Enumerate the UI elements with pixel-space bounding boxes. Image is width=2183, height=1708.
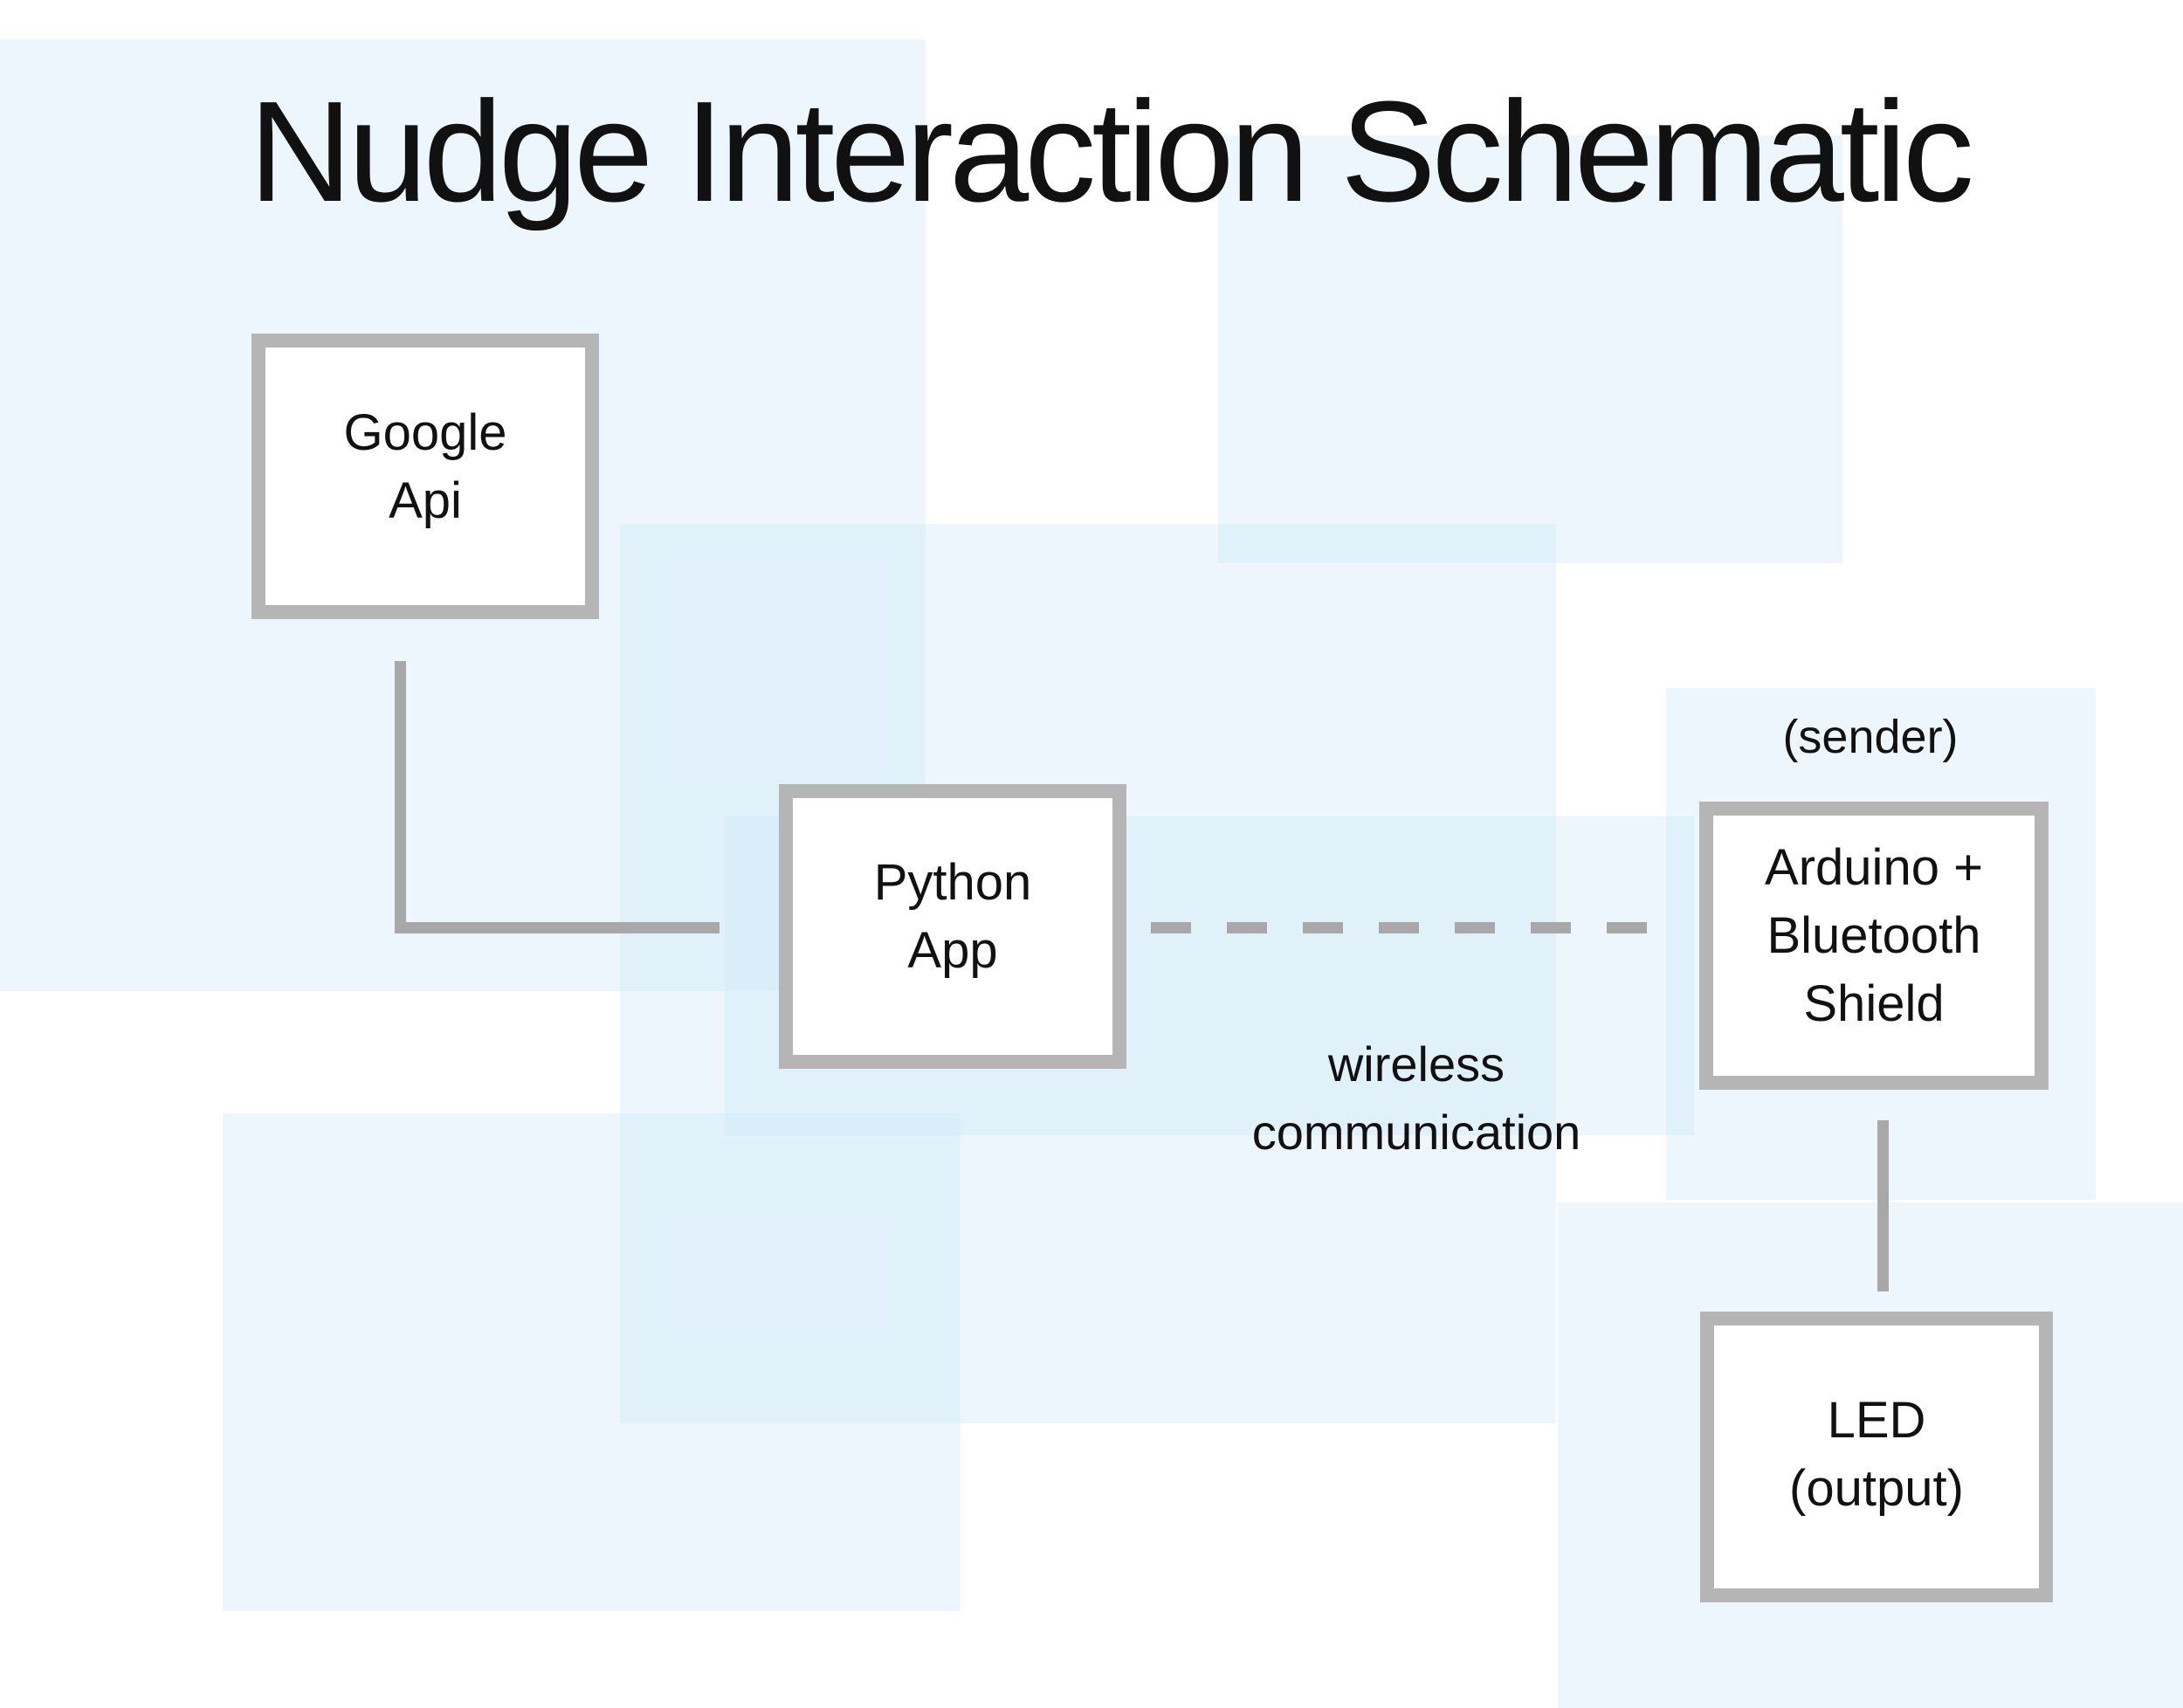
edge-google-to-python-vertical bbox=[395, 661, 406, 933]
wireless-label-line: wireless bbox=[1327, 1037, 1505, 1092]
wireless-communication-label: wireless communication bbox=[1154, 1030, 1678, 1167]
background-tile bbox=[223, 1113, 961, 1611]
node-arduino-bluetooth-shield: Arduino + Bluetooth Shield bbox=[1699, 802, 2049, 1090]
node-label-line: Bluetooth bbox=[1766, 907, 1981, 964]
edge-arduino-to-led-vertical bbox=[1877, 1120, 1889, 1291]
background-tile bbox=[1218, 135, 1842, 563]
edge-google-to-python-horizontal bbox=[395, 922, 720, 933]
node-python-app: Python App bbox=[779, 784, 1126, 1069]
node-label-line: App bbox=[907, 922, 998, 979]
sender-annotation: (sender) bbox=[1782, 711, 1959, 763]
wireless-label-line: communication bbox=[1251, 1105, 1581, 1160]
node-label-line: (output) bbox=[1789, 1459, 1964, 1517]
node-google-api: Google Api bbox=[251, 334, 599, 619]
node-led-output: LED (output) bbox=[1700, 1312, 2053, 1602]
node-label-line: Arduino + bbox=[1765, 839, 1983, 896]
page-title: Nudge Interaction Schematic bbox=[249, 72, 1974, 231]
node-label-line: Api bbox=[389, 472, 462, 529]
node-label-line: Python bbox=[873, 854, 1032, 911]
node-label-line: LED bbox=[1827, 1391, 1926, 1449]
node-label-line: Google bbox=[343, 403, 507, 461]
node-label-line: Shield bbox=[1803, 975, 1945, 1032]
edge-python-to-arduino-dashed bbox=[1151, 922, 1650, 933]
